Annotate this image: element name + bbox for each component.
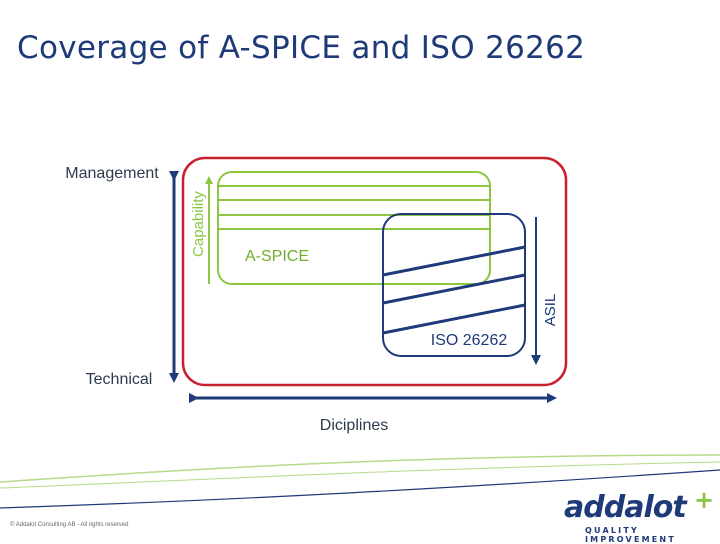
logo-plus-icon: + [694, 486, 715, 514]
aspice-capability-lines [218, 185, 490, 230]
footer-swoosh [0, 454, 720, 509]
label-iso26262: ISO 26262 [431, 332, 508, 349]
label-aspice: A-SPICE [245, 248, 309, 265]
label-disciplines: Diciplines [320, 417, 388, 434]
outer-coverage-box [181, 156, 568, 387]
logo-tagline: QUALITY IMPROVEMENT [585, 526, 676, 544]
addalot-logo: addalot + QUALITY IMPROVEMENT [558, 486, 720, 544]
label-management: Management [65, 165, 159, 182]
label-capability: Capability [190, 191, 207, 257]
iso-asil-lines [382, 245, 526, 335]
copyright-text: © Addalot Consulting AB - All rights res… [10, 522, 129, 528]
iso-box [382, 213, 526, 357]
label-asil: ASIL [542, 294, 559, 327]
label-technical: Technical [86, 371, 153, 388]
slide-title: Coverage of A-SPICE and ISO 26262 [17, 30, 586, 66]
logo-wordmark: addalot [564, 490, 687, 525]
